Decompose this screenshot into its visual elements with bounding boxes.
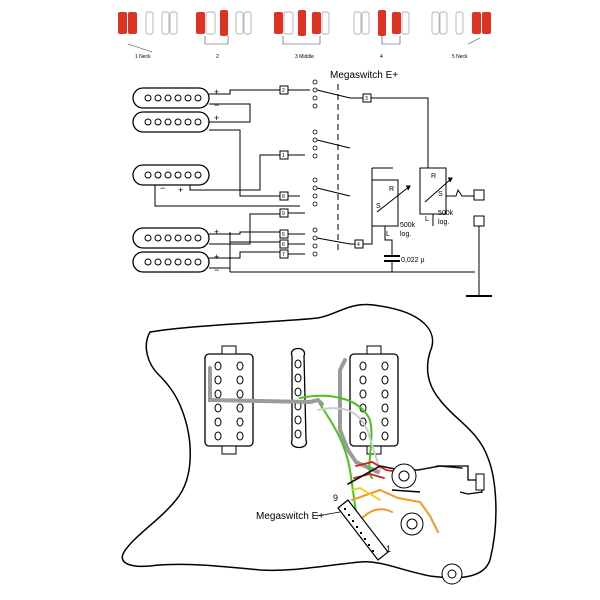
schematic-switch-title: Megaswitch E+ [330, 70, 398, 81]
middle-single-coil-symbol [132, 164, 210, 186]
megaswitch-drawing [337, 499, 389, 561]
plus-mark-3: + [178, 185, 183, 195]
plus-mark-5: + [214, 252, 219, 262]
pot1-l-label: L [386, 231, 390, 238]
bridge-humbucker [349, 345, 399, 455]
pickguard-drawing: Megaswitch E+ 9 1 [121, 303, 497, 585]
pot2-value: 500k [438, 210, 454, 217]
pot2-l-label: L [425, 216, 429, 223]
pickguard-outline [121, 303, 497, 579]
position-icons: 1 Neck 2 3 Middle [118, 10, 491, 60]
pot1-value: 500k [400, 222, 416, 229]
schematic-wires [154, 89, 475, 273]
terminal-label-1: 1 [282, 153, 285, 159]
plus-mark-2: + [214, 113, 219, 123]
position-4-icon: 4 [353, 10, 410, 60]
minus-mark-3: − [160, 183, 165, 193]
pot-wiring [363, 97, 492, 297]
switch-terminals [279, 85, 372, 259]
neck-humbucker-symbol [132, 87, 210, 133]
orange-wire-2 [359, 508, 393, 521]
terminal-label-7: 7 [282, 252, 285, 258]
tone-pot-drawing [400, 512, 424, 536]
terminal-label-5: 5 [282, 232, 285, 238]
gray-cable-neck [208, 366, 324, 406]
pot2-taper: log. [438, 219, 449, 226]
position-label-2: 2 [216, 54, 219, 60]
position-label-4: 4 [380, 54, 383, 60]
volume-pot-drawing [391, 463, 421, 493]
switch-pin-1-label: 1 [386, 544, 391, 554]
gray-cable-bridge [338, 358, 380, 474]
switch-pin-9-label: 9 [333, 493, 338, 503]
position-1-icon: 1 Neck [118, 11, 178, 60]
terminal-label-9: 9 [282, 211, 285, 217]
position-label-1: 1 Neck [135, 54, 151, 60]
position-2-icon: 2 [196, 10, 252, 60]
middle-single-coil [290, 347, 308, 449]
terminal-label-2: 2 [282, 88, 285, 94]
output-jack-drawing [436, 465, 485, 495]
pot1-r-label: R [389, 186, 394, 193]
position-label-3: 3 Middle [295, 54, 314, 60]
pot1-s-label: S [376, 203, 381, 210]
orange-wire [351, 488, 439, 533]
terminal-label-6: 6 [282, 242, 285, 248]
plus-mark-4: + [214, 227, 219, 237]
pot2-r-label: R [431, 173, 436, 180]
bottom-pot-drawing [441, 563, 463, 585]
terminal-label-3: 3 [365, 96, 368, 102]
minus-mark-5: − [214, 265, 219, 275]
position-label-5: 5 Neck [452, 54, 468, 60]
green-wire-1 [299, 394, 373, 479]
megaswitch-contacts [288, 79, 363, 257]
schematic: + − + − − + + − + − [132, 70, 492, 297]
bridge-humbucker-symbol [132, 227, 210, 273]
pot1-taper: log. [400, 231, 411, 238]
terminal-label-4: 4 [357, 242, 360, 248]
capacitor-value: 0,022 µ [401, 257, 425, 264]
plus-mark-1: + [214, 87, 219, 97]
red-wire-2 [353, 473, 385, 479]
minus-mark-1: − [214, 100, 219, 110]
position-3-icon: 3 Middle [274, 10, 330, 60]
wiring-switch-title: Megaswitch E+ [256, 511, 324, 522]
terminal-label-8: 8 [282, 194, 285, 200]
yellow-wire [351, 487, 381, 501]
position-5-icon: 5 Neck [431, 11, 491, 60]
pot2-s-label: S [438, 191, 443, 198]
white-wire [317, 407, 381, 471]
green-wire-2 [319, 403, 363, 521]
